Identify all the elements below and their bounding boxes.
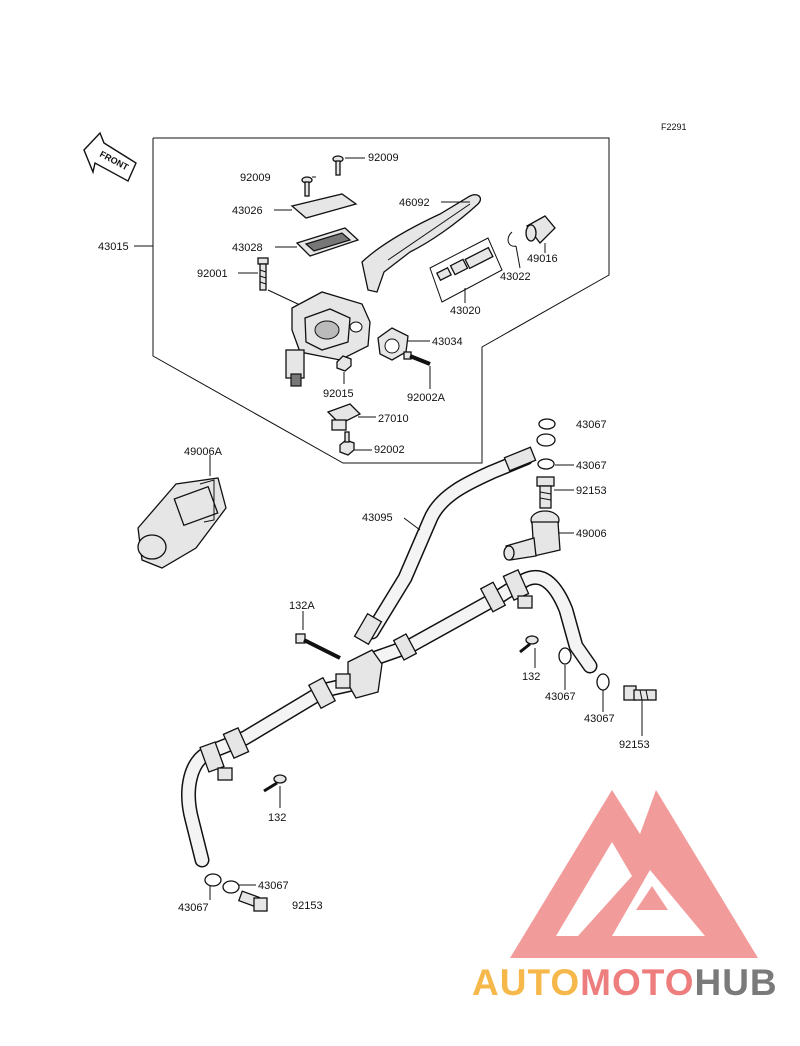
brand-auto: AUTO [472,962,581,1003]
washer-43067-top-b [536,433,556,447]
label-43095: 43095 [362,512,393,524]
front-arrow-icon: FRONT [83,131,137,182]
brand-hub: HUB [694,962,778,1003]
label-92015: 92015 [323,388,354,400]
label-92002: 92002 [374,444,405,456]
label-132-left: 132 [268,812,286,824]
hose-collar-right-1 [392,633,418,661]
hose-fitting-lower [353,612,383,646]
label-92001: 92001 [197,268,228,280]
label-92009-right: 92009 [368,152,399,164]
washer-43067-right-b [596,673,610,691]
screw-92009-left [301,176,313,197]
three-way-joint [335,649,383,699]
master-cylinder-body [285,291,371,387]
reservoir-diaphragm [295,227,360,257]
bolt-92002a [403,351,431,366]
label-49006: 49006 [576,528,607,540]
label-92002a: 92002A [407,392,446,404]
circlip [507,231,517,247]
figure-code: F2291 [661,122,687,132]
brand-moto: MOTO [580,962,695,1003]
label-49006a: 49006A [184,446,223,458]
label-92153-top: 92153 [576,485,607,497]
label-132-right: 132 [522,671,540,683]
label-92009-left: 92009 [240,172,271,184]
caliper-fitting-49006 [503,510,561,561]
label-43067-top-b: 43067 [576,460,607,472]
washer-43067-right-a [558,647,572,665]
banjo-bolt-92153-right [623,685,657,701]
label-43026: 43026 [232,205,263,217]
caliper-49006a [137,477,227,569]
label-46092: 46092 [399,197,430,209]
reservoir-cap [290,193,358,219]
hose-collar-left-1 [307,676,337,710]
label-43067-left-b: 43067 [178,902,209,914]
nut-92015 [336,355,352,372]
hose-clamp-left [217,767,233,781]
label-43020: 43020 [450,305,481,317]
bolt-132a [295,633,341,660]
hose-collar-right-2 [479,581,507,613]
label-43067-right-a: 43067 [545,691,576,703]
dust-boot [525,215,556,244]
bolt-132-right [519,635,539,654]
label-43028: 43028 [232,242,263,254]
label-92153-right: 92153 [619,739,650,751]
washer-43067-left-b [222,880,240,894]
screw-92002 [339,431,355,456]
watermark-logo-icon [510,790,758,958]
brake-lever [361,194,482,293]
washer-43067-top-c [537,458,555,470]
label-43034: 43034 [432,336,463,348]
banjo-bolt-92153-left [237,890,268,912]
label-43067-left-a: 43067 [258,880,289,892]
bolt-132-left [263,774,287,793]
hose-clamp-right [517,595,533,609]
screw-92009-right [332,155,344,176]
bolt-92001 [257,257,269,291]
label-43067-right-b: 43067 [584,713,615,725]
label-43067-top-a: 43067 [576,419,607,431]
hose-collar-left-2 [222,727,250,759]
label-43022: 43022 [500,271,531,283]
label-27010: 27010 [378,413,409,425]
label-43015: 43015 [98,241,129,253]
hose-collar-left-3 [199,741,225,773]
label-92153-left: 92153 [292,900,323,912]
washer-43067-top-a [538,418,556,430]
assembly-outline [152,137,610,464]
washer-43067-left-a [204,873,222,887]
brake-light-switch [326,403,362,431]
label-49016: 49016 [527,253,558,265]
hose-fitting-upper [503,446,537,472]
watermark-brand: AUTOMOTOHUB [472,962,778,1004]
banjo-bolt-92153-top [536,476,555,509]
piston-kit [429,237,503,303]
label-132a: 132A [289,600,315,612]
